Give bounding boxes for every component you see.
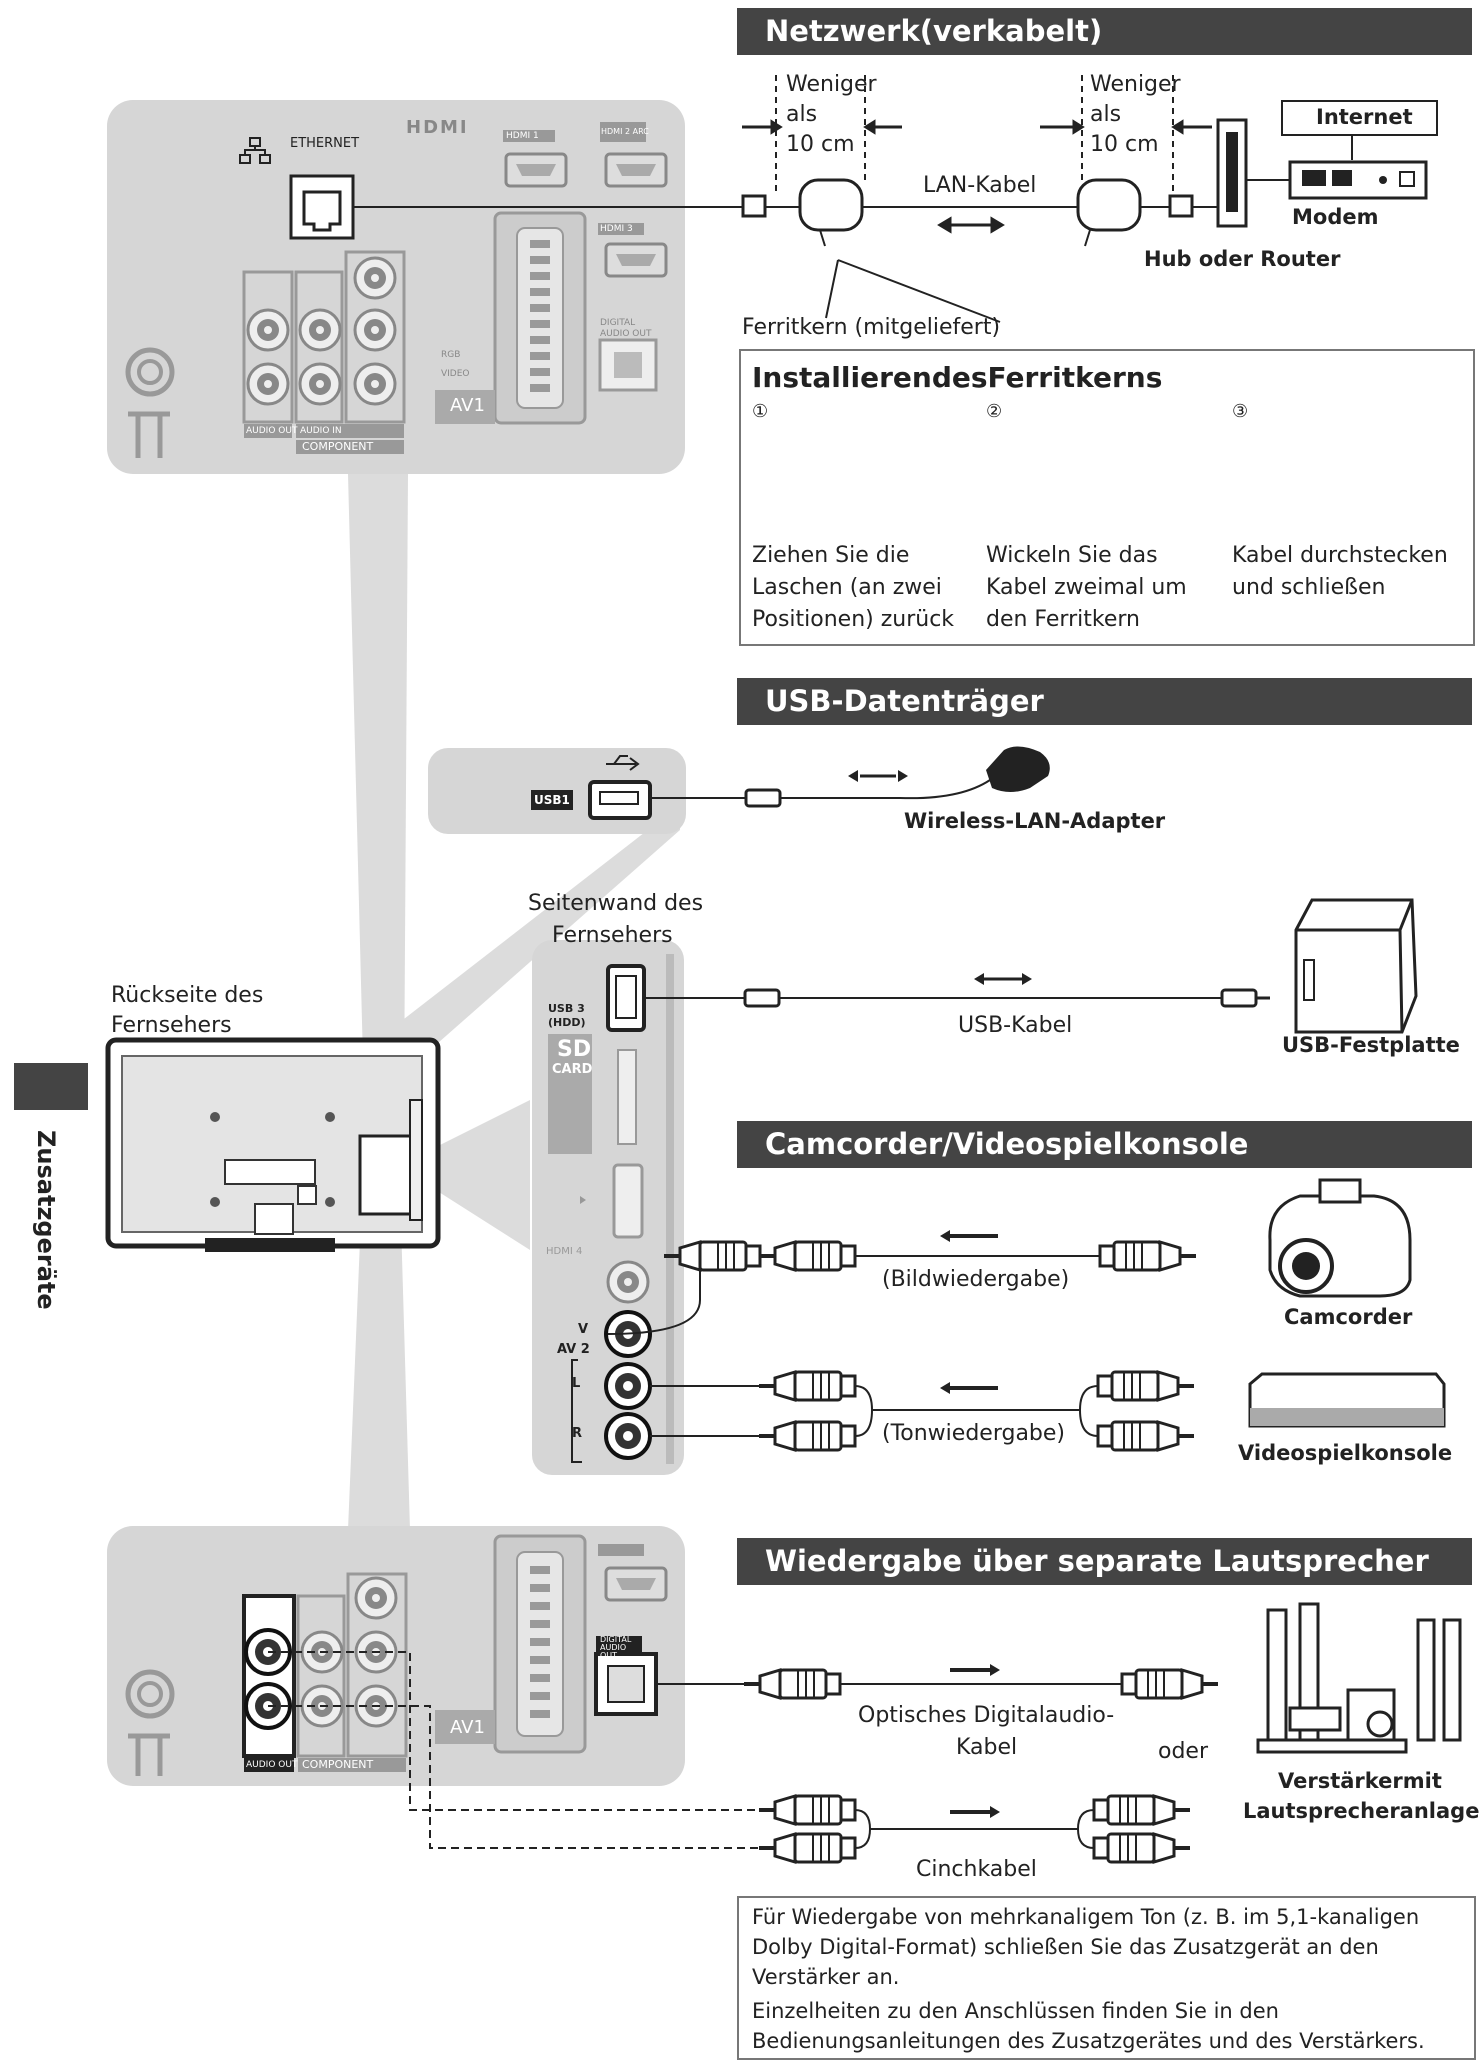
label-hdmi1: HDMI 1	[506, 131, 539, 141]
ferrite-step3-line1: Kabel durchstecken	[1232, 543, 1448, 568]
label-hdmi2: HDMI 2 ARC	[601, 127, 649, 136]
label-hdmi3: HDMI 3	[600, 224, 633, 234]
distance-b-line1: Weniger	[1090, 72, 1181, 97]
header-network: Netzwerk(verkabelt)	[737, 8, 1472, 55]
tv-rear-label-line2: Fernsehers	[111, 1013, 232, 1038]
header-usb: USB-Datenträger	[737, 678, 1472, 725]
console-label: Videospielkonsole	[1238, 1441, 1453, 1465]
side-tab-marker	[14, 1063, 88, 1110]
label-av1-bottom: AV1	[450, 1717, 485, 1738]
label-usb3-hdd: (HDD)	[548, 1016, 586, 1029]
label-r: R	[572, 1426, 583, 1441]
note-box	[737, 1896, 1476, 2060]
label-usb3: USB 3	[548, 1002, 585, 1015]
ferrite-step1-line1: Ziehen Sie die	[752, 543, 910, 568]
ferrite-step2-line1: Wickeln Sie das	[986, 543, 1158, 568]
distance-a-line1: Weniger	[786, 72, 877, 97]
tv-rear-label-line1: Rückseite des	[111, 983, 264, 1008]
usb-hdd-label: USB-Festplatte	[1282, 1033, 1460, 1057]
or-label: oder	[1158, 1739, 1209, 1764]
side-tab-label: Zusatzgeräte	[32, 1130, 60, 1310]
note-line-1: Für Wiedergabe von mehrkanaligem Ton (z.…	[752, 1905, 1420, 1929]
label-ethernet: ETHERNET	[290, 136, 360, 151]
ferrite-box-title: InstallierendesFerritkerns	[752, 361, 1163, 394]
amplifier-label-line2: Lautsprecheranlage	[1243, 1799, 1480, 1823]
distance-a-line3: 10 cm	[786, 132, 855, 157]
note-line-2: Dolby Digital-Format) schließen Sie das …	[752, 1935, 1379, 1959]
label-v: V	[578, 1322, 589, 1337]
label-av1: AV1	[450, 395, 485, 416]
wireless-lan-adapter-label: Wireless-LAN-Adapter	[904, 809, 1166, 833]
ferrite-step1-line3: Positionen) zurück	[752, 607, 955, 632]
label-audio-out-bottom: AUDIO OUT	[246, 1760, 298, 1770]
header-camcorder: Camcorder/Videospielkonsole	[737, 1121, 1472, 1168]
distance-b-line3: 10 cm	[1090, 132, 1159, 157]
label-component: COMPONENT	[302, 440, 374, 453]
optical-cable-line2: Kabel	[956, 1735, 1018, 1760]
label-audio-in: AUDIO IN	[300, 426, 342, 436]
video-cable-label: (Bildwiedergabe)	[882, 1267, 1070, 1292]
label-hdmi4: HDMI 4	[546, 1246, 583, 1257]
label-digital-audio-out-bottom: DIGITAL AUDIO OUT	[600, 1635, 632, 1660]
header-speakers: Wiedergabe über separate Lautsprecher	[737, 1538, 1472, 1585]
cinch-cable-label: Cinchkabel	[916, 1857, 1037, 1882]
note-line-3: Verstärker an.	[752, 1965, 900, 1989]
modem-label: Modem	[1292, 205, 1379, 229]
side-panel-label-line2: Fernsehers	[552, 923, 673, 948]
label-l: L	[572, 1376, 581, 1391]
amplifier-label-line1: Verstärkermit	[1278, 1769, 1442, 1793]
label-av2: AV 2	[557, 1342, 590, 1357]
label-hdmi-logo: HDMI	[406, 117, 469, 138]
ferrite-step1-num: ①	[752, 401, 769, 422]
ferrite-step2-line3: den Ferritkern	[986, 607, 1140, 632]
ferrite-step3-num: ③	[1232, 401, 1249, 422]
optical-cable-line1: Optisches Digitalaudio-	[858, 1703, 1115, 1728]
label-video: VIDEO	[441, 369, 470, 379]
label-sd: SD	[557, 1037, 592, 1062]
note-line-4: Einzelheiten zu den Anschlüssen finden S…	[752, 1999, 1279, 2023]
label-sd-card: CARD	[552, 1062, 593, 1077]
distance-b-line2: als	[1090, 102, 1122, 127]
ferrite-step2-line2: Kabel zweimal um	[986, 575, 1187, 600]
audio-cable-label: (Tonwiedergabe)	[882, 1421, 1066, 1446]
label-digital-audio-out: DIGITAL AUDIO OUT	[600, 318, 652, 339]
hub-label: Hub oder Router	[1144, 247, 1341, 271]
label-rgb: RGB	[441, 350, 461, 360]
note-line-5: Bedienungsanleitungen des Zusatzgerätes …	[752, 2029, 1425, 2053]
camcorder-label: Camcorder	[1284, 1305, 1413, 1329]
ferrite-install-box	[739, 349, 1475, 646]
label-audio-out: AUDIO OUT	[246, 426, 298, 436]
ferrite-step1-line2: Laschen (an zwei	[752, 575, 942, 600]
ferrite-step3-line2: und schließen	[1232, 575, 1386, 600]
distance-a-line2: als	[786, 102, 818, 127]
lan-cable-label: LAN-Kabel	[923, 173, 1037, 198]
label-component-bottom: COMPONENT	[302, 1758, 374, 1771]
ferrite-step2-num: ②	[986, 401, 1003, 422]
side-panel-label-line1: Seitenwand des	[528, 891, 704, 916]
ferrite-label: Ferritkern (mitgeliefert)	[742, 315, 1001, 340]
usb-cable-label: USB-Kabel	[958, 1013, 1073, 1038]
internet-label: Internet	[1316, 105, 1413, 129]
label-usb1: USB1	[534, 793, 570, 807]
